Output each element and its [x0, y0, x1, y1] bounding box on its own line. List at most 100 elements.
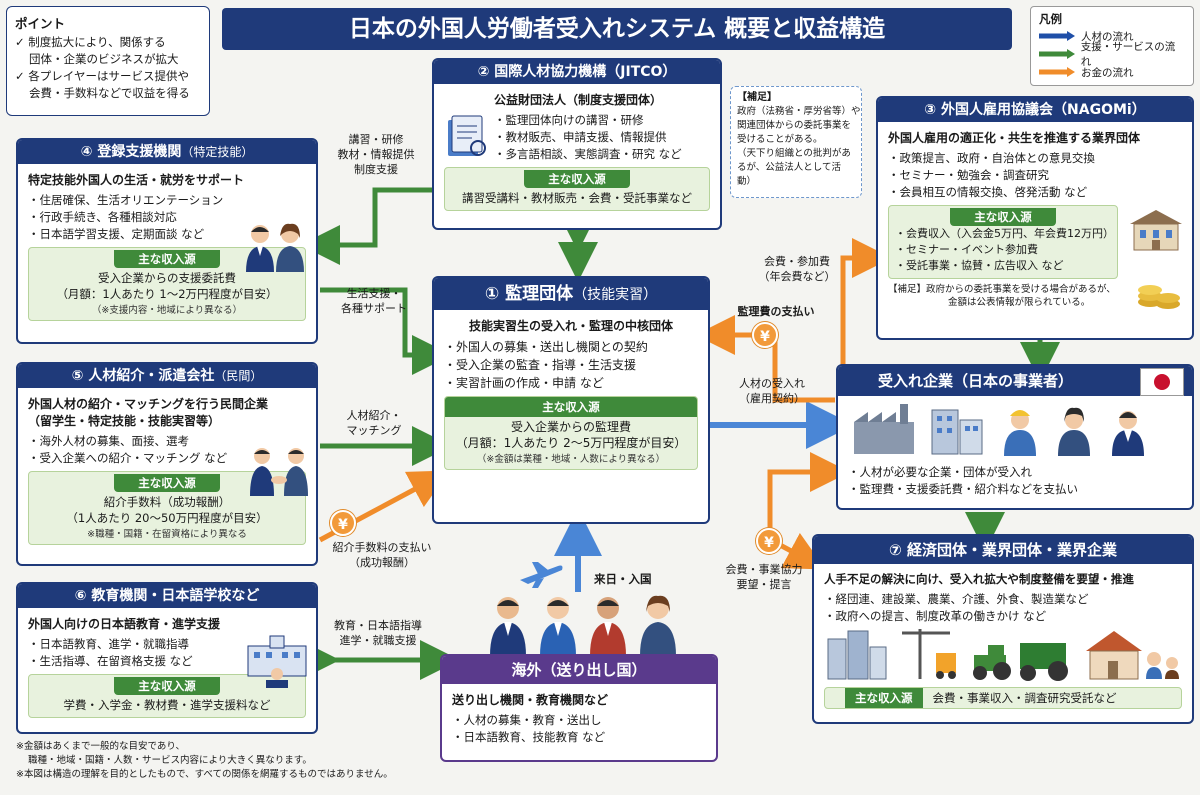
kanri-head: ① 監理団体（技能実習）: [434, 278, 708, 310]
jitco-item: 多言語相談、実態調査・研究 など: [494, 146, 682, 163]
kanri-revenue: 主な収入源 受入企業からの監理費 （月額：1人あたり 2〜5万円程度が目安） （…: [444, 396, 698, 470]
jinzai-item: 受入企業への紹介・マッチング など: [28, 450, 306, 467]
keizai-desc: 人手不足の解決に向け、受入れ拡大や制度整備を要望・推進: [824, 572, 1134, 586]
point-item: 団体・企業のビジネスが拡大: [29, 52, 179, 66]
building-icon: [1130, 210, 1182, 251]
kanri-revenue-text: （月額：1人あたり 2〜5万円程度が目安）: [455, 436, 687, 450]
coins-icon: [1138, 285, 1180, 309]
kaigai-head: 海外（送り出し国）: [442, 656, 716, 684]
touroku-box: ④ 登録支援機関（特定技能） 特定技能外国人の生活・就労をサポート 住居確保、生…: [16, 138, 318, 344]
flow-label-seikatsu: 生活支援・各種サポート: [341, 287, 407, 315]
person-icon: [1058, 407, 1090, 456]
ukeire-item: 人材が必要な企業・団体が受入れ: [848, 464, 1182, 481]
building-icon: [827, 630, 887, 680]
person-icon: [1112, 411, 1144, 456]
kyouiku-revenue-text: 学費・入学金・教材費・進学支援料など: [63, 698, 271, 712]
jinzai-head: ⑤ 人材紹介・派遣会社（民間）: [18, 364, 316, 388]
jitco-box: ② 国際人材協力機構（JITCO） 公益財団法人（制度支援団体） 監理団体向けの…: [432, 58, 722, 230]
touroku-item: 住居確保、生活オリエンテーション: [28, 192, 306, 209]
nagomi-note: 【補足】政府からの委託事業を受ける場合があるが、 金額は公表情報が限られている。: [888, 284, 1116, 308]
keizai-item: 政府への提言、制度改革の働きかけ など: [824, 608, 1182, 625]
jitco-head: ② 国際人材協力機構（JITCO）: [434, 60, 720, 84]
arrow-koushu: [300, 187, 432, 265]
jinzai-item: 海外人材の募集、面接、選考: [28, 433, 306, 450]
nagomi-item: セミナー・勉強会・調査研究: [888, 167, 1182, 184]
factory-icon: [854, 404, 914, 454]
nagomi-rev-item: セミナー・イベント参加費: [895, 242, 1117, 258]
revenue-label: 主な収入源: [114, 677, 220, 695]
tractor-icon: [973, 643, 1068, 681]
keizai-item: 経団連、建設業、農業、介護、外食、製造業など: [824, 591, 1182, 608]
nagomi-revenue: 主な収入源 会費収入（入会金5万円、年会費12万円） セミナー・イベント参加費 …: [888, 205, 1118, 279]
kanri-revenue-text: 受入企業からの監理費: [510, 420, 631, 434]
yen-icon: ¥: [756, 528, 782, 554]
keizai-box: ⑦ 経済団体・業界団体・業界企業 人手不足の解決に向け、受入れ拡大や制度整備を要…: [812, 534, 1194, 724]
ukeire-head: 受入れ企業（日本の事業者）: [838, 366, 1192, 396]
kyouiku-item: 生活指導、在留資格支援 など: [28, 653, 306, 670]
kanri-item: 実習計画の作成・申請 など: [444, 374, 698, 392]
revenue-label: 主な収入源: [114, 250, 220, 268]
book-icon: [448, 115, 486, 156]
handshake-icon: [250, 448, 308, 496]
school-icon: [247, 635, 307, 688]
kyouiku-desc: 外国人向けの日本語教育・進学支援: [28, 617, 221, 631]
person-icon: [1004, 410, 1036, 456]
jitco-item: 教材販売、申請支援、情報提供: [494, 129, 682, 146]
jinzai-desc: 外国人材の紹介・マッチングを行う民間企業: [28, 397, 269, 411]
revenue-label: 主な収入源: [524, 170, 630, 188]
touroku-revenue-text: 受入企業からの支援委託費: [98, 271, 236, 285]
nagomi-rev-item: 会費収入（入会金5万円、年会費12万円）: [895, 226, 1117, 242]
jitco-item: 監理団体向けの講習・研修: [494, 112, 682, 129]
arrow-kanrihi: [695, 315, 835, 403]
legend-item: お金の流れ: [1039, 63, 1185, 81]
industry-icons: [827, 629, 1179, 681]
nagomi-desc: 外国人雇用の適正化・共生を推進する業界団体: [888, 131, 1141, 145]
kanri-box: ① 監理団体（技能実習） 技能実習生の受入れ・監理の中核団体 外国人の募集・送出…: [432, 276, 710, 524]
nagomi-item: 政策提言、政府・自治体との意見交換: [888, 150, 1182, 167]
point-item: ✓ 制度拡大により、関係する: [15, 35, 166, 49]
legend-item: 人材の流れ: [1039, 27, 1185, 45]
arrow-orange-icon: [1039, 67, 1075, 77]
jinzai-desc: （留学生・特定技能・技能実習等）: [28, 414, 221, 428]
arrow-kaihi: [840, 238, 892, 370]
kaigai-desc: 送り出し機関・教育機関など: [452, 693, 609, 707]
kanri-item: 外国人の募集・送出し機関との契約: [444, 338, 698, 356]
footnote: ※金額はあくまで一般的な目安であり、 職種・地域・国籍・人数・サービス内容により…: [16, 741, 393, 780]
flow-label-ukeire: 人材の受入れ（雇用契約）: [739, 377, 805, 405]
arrow-kaihi-youbou-2: [778, 532, 826, 570]
kyouiku-head: ⑥ 教育機関・日本語学校など: [18, 584, 316, 608]
point-box: ポイント ✓ 制度拡大により、関係する 団体・企業のビジネスが拡大 ✓ 各プレイ…: [6, 6, 210, 116]
revenue-label: 主な収入源: [445, 397, 697, 417]
kyouiku-box: ⑥ 教育機関・日本語学校など 外国人向けの日本語教育・進学支援 日本語教育、進学…: [16, 582, 318, 734]
point-item: ✓ 各プレイヤーはサービス提供や: [15, 69, 189, 83]
touroku-revenue: 主な収入源 受入企業からの支援委託費 （月額：1人あたり 1〜2万円程度が目安）…: [28, 247, 306, 321]
house-icon: [1086, 631, 1179, 680]
revenue-label: 主な収入源: [845, 688, 923, 708]
title-banner: [222, 8, 1012, 50]
legend-item: 支援・サービスの流れ: [1039, 41, 1185, 68]
touroku-revenue-note: （※支援内容・地域により異なる）: [91, 305, 243, 316]
nagomi-box: ③ 外国人雇用協議会（NAGOMi） 外国人雇用の適正化・共生を推進する業界団体…: [876, 96, 1194, 340]
jinzai-box: ⑤ 人材紹介・派遣会社（民間） 外国人材の紹介・マッチングを行う民間企業 （留学…: [16, 362, 318, 566]
flow-label-koushu: 講習・研修教材・情報提供制度支援: [337, 133, 415, 176]
japan-flag-icon: [1140, 368, 1184, 396]
jinzai-revenue-text: （1人あたり 20〜50万円程度が目安）: [66, 511, 268, 525]
kyouiku-revenue: 主な収入源 学費・入学金・教材費・進学支援料など: [28, 674, 306, 718]
nagomi-head: ③ 外国人雇用協議会（NAGOMi）: [878, 98, 1192, 122]
flow-label-kaihi: 会費・参加費（年会費など）: [758, 255, 836, 283]
company-icons: [854, 404, 1144, 456]
nagomi-item: 会員相互の情報交換、啓発活動 など: [888, 184, 1182, 201]
ukeire-item: 監理費・支援委託費・紹介料などを支払い: [848, 481, 1182, 498]
flow-label-kyouiku: 教育・日本語指導進学・就職支援: [334, 619, 422, 647]
arrow-kaihi-youbou: [767, 452, 850, 545]
overseas-people-icon: [490, 595, 676, 656]
flow-label-rainichi: 来日・入国: [594, 572, 652, 586]
kaigai-item: 日本語教育、技能教育 など: [452, 729, 706, 746]
arrow-seikatsu: [320, 287, 452, 375]
kanri-desc: 技能実習生の受入れ・監理の中核団体: [468, 319, 673, 333]
kyouiku-item: 日本語教育、進学・就職指導: [28, 636, 306, 653]
flow-label-shoukai-pay: 紹介手数料の支払い（成功報酬）: [332, 541, 432, 569]
keizai-head: ⑦ 経済団体・業界団体・業界企業: [814, 536, 1192, 564]
ukeire-box: 受入れ企業（日本の事業者） 人材が必要な企業・団体が受入れ 監理費・支援委託費・…: [836, 364, 1194, 510]
